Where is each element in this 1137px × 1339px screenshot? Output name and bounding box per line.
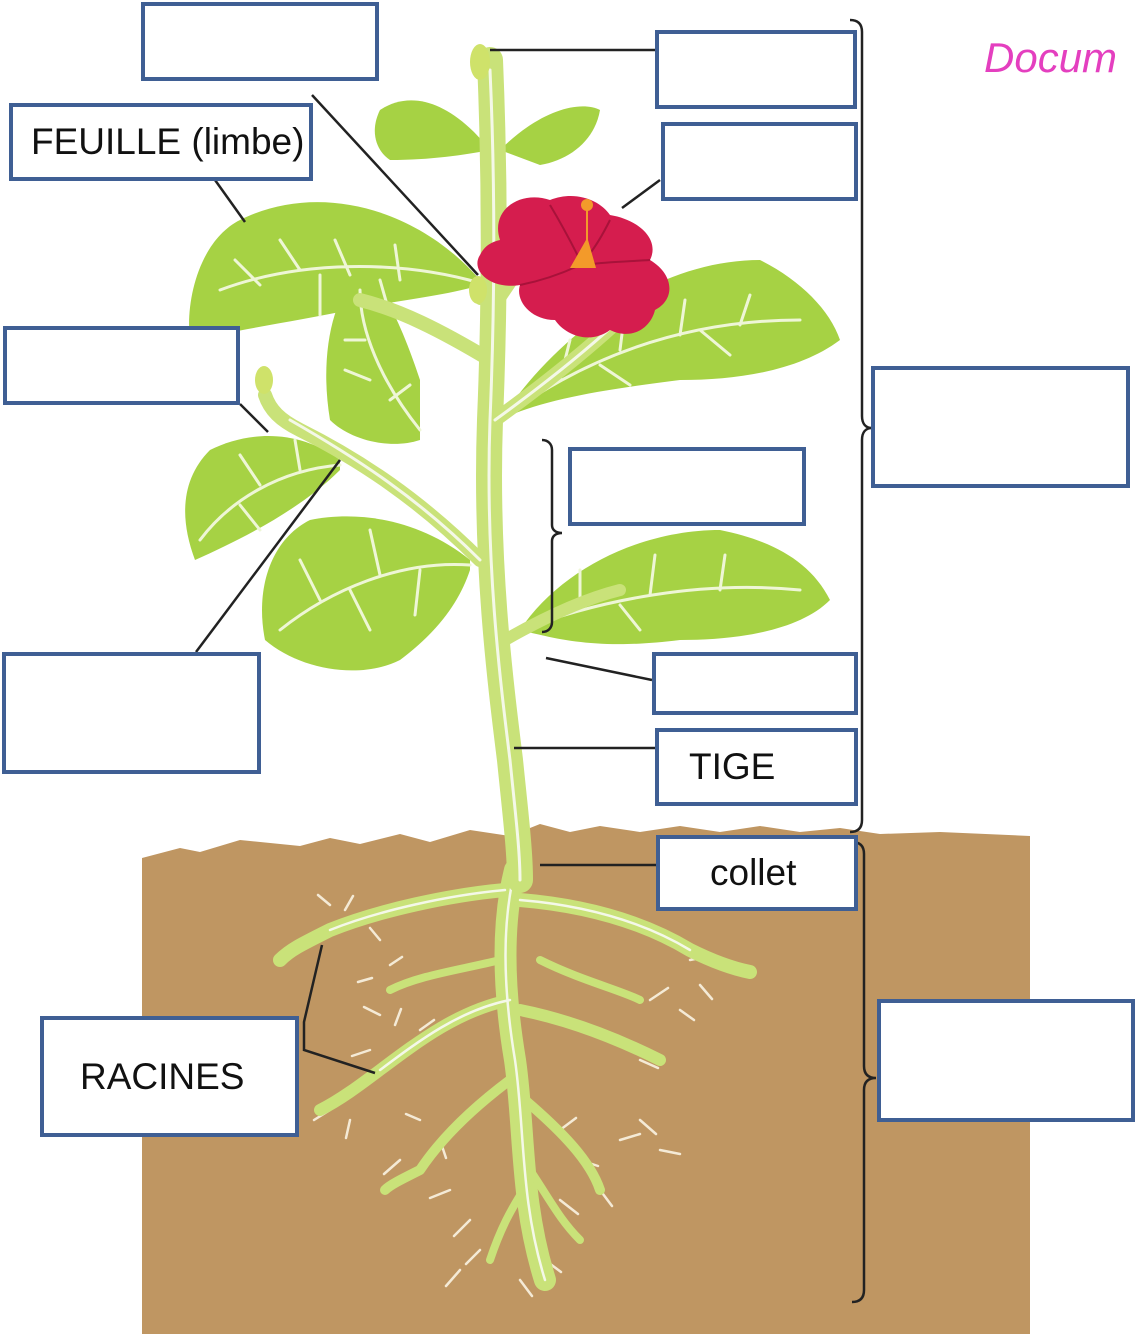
label-stem[interactable]: TIGE [655,728,858,806]
label-underground-part[interactable] [877,999,1135,1122]
label-leaf-blade-text: FEUILLE (limbe) [31,121,304,163]
label-roots[interactable]: RACINES [40,1016,299,1137]
label-collar[interactable]: collet [656,835,858,911]
flower [477,196,669,337]
label-flower[interactable] [661,122,858,201]
label-top-left[interactable] [141,2,379,81]
label-node[interactable] [652,652,858,715]
label-collar-text: collet [710,852,796,894]
label-leaf-blade[interactable]: FEUILLE (limbe) [9,103,313,181]
label-stem-text: TIGE [689,746,775,788]
label-left-low[interactable] [2,652,261,774]
label-aerial-part[interactable] [871,366,1130,488]
label-internode[interactable] [568,447,806,526]
label-roots-text: RACINES [80,1056,244,1098]
label-left-mid[interactable] [3,326,240,405]
document-title: Docum [984,34,1117,82]
label-top-right[interactable] [655,30,857,109]
